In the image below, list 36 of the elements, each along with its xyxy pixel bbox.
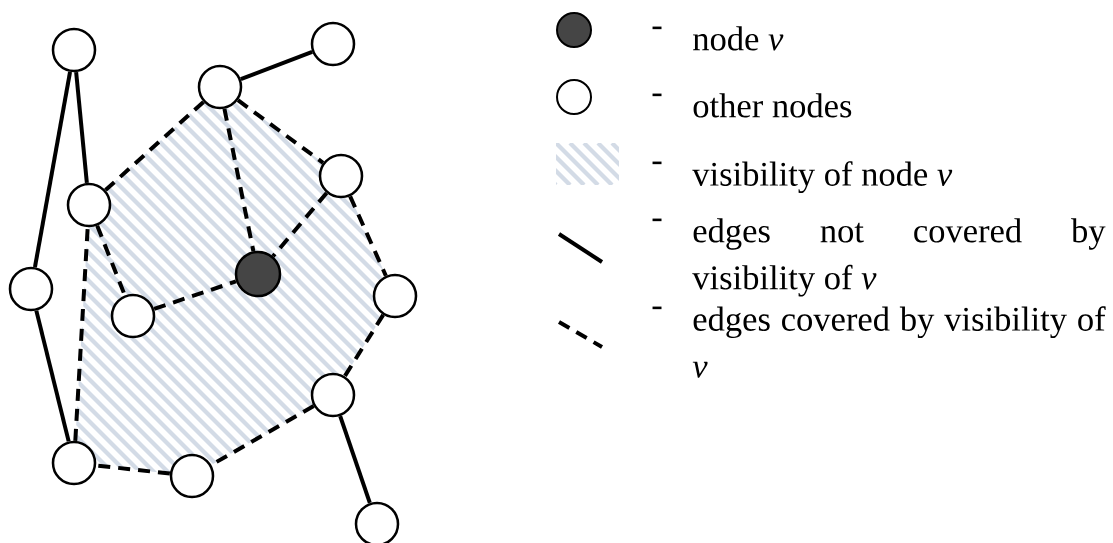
dashed-edge bbox=[95, 463, 171, 476]
dashed-edge bbox=[104, 100, 205, 192]
dashed-edge bbox=[271, 191, 329, 258]
edge-line bbox=[338, 415, 372, 504]
dashed-edge bbox=[236, 98, 325, 165]
node-circle bbox=[310, 372, 356, 418]
legend-text: other nodes bbox=[693, 93, 852, 118]
legend-dash: - bbox=[652, 93, 662, 97]
legend-text: edges covered by visibility of v bbox=[692, 306, 1106, 378]
dashed-edge bbox=[222, 108, 256, 252]
legend-text: edges not covered by visibility of v bbox=[692, 218, 1106, 297]
filled-node-circle bbox=[234, 250, 282, 298]
legend-text: node v bbox=[693, 26, 784, 51]
node-circle bbox=[8, 266, 54, 312]
node-circle bbox=[372, 273, 418, 319]
legend-text: visibility of node v bbox=[692, 161, 953, 194]
node-circle bbox=[51, 440, 97, 486]
legend-dash: - bbox=[652, 26, 662, 30]
dashed-edge bbox=[73, 227, 90, 441]
edge-line bbox=[240, 50, 313, 81]
node-circle bbox=[66, 182, 112, 228]
dashed-edge bbox=[348, 195, 388, 277]
dashed-edge bbox=[343, 313, 385, 378]
node-circle bbox=[169, 453, 215, 499]
node-circle bbox=[197, 64, 243, 110]
node-circle bbox=[318, 153, 364, 199]
legend-dash: - bbox=[652, 161, 662, 165]
node-circle bbox=[51, 27, 97, 73]
legend-dash: - bbox=[652, 306, 662, 310]
dashed-edge bbox=[153, 279, 237, 311]
legend-dash: - bbox=[652, 218, 662, 222]
edge-line bbox=[34, 310, 71, 442]
edge-line bbox=[33, 71, 73, 268]
node-circle bbox=[310, 21, 356, 67]
edge-line bbox=[74, 71, 89, 184]
node-circle bbox=[110, 293, 156, 339]
